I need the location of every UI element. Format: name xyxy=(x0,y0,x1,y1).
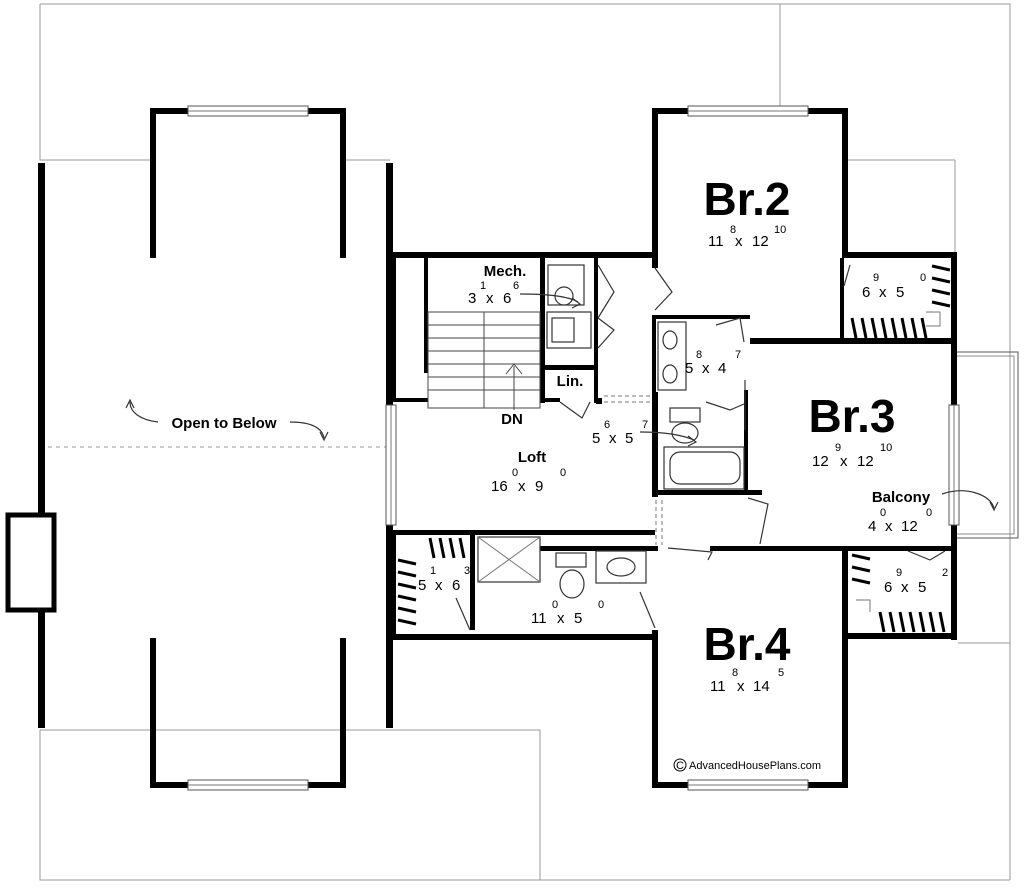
room-br4-l-in: 5 xyxy=(778,667,784,679)
roof-outline xyxy=(39,3,1011,881)
room-br2-l: 12 xyxy=(752,233,769,250)
closet-br4-x: x xyxy=(901,579,909,596)
room-balcony: Balcony 0 4 x 12 0 xyxy=(868,489,932,535)
room-mech-name: Mech. xyxy=(484,263,527,280)
closet-br4-w-in: 9 xyxy=(896,567,902,579)
room-br4-name: Br.4 xyxy=(704,618,791,670)
room-br3-x: x xyxy=(840,453,848,470)
arrows xyxy=(125,293,999,512)
room-bath-jack: 8 5 x 4 7 xyxy=(685,349,741,377)
room-balcony-l-in: 0 xyxy=(926,507,932,519)
room-mech-w: 3 xyxy=(468,290,476,307)
room-br3-l-in: 10 xyxy=(880,442,892,454)
room-loft-l: 9 xyxy=(535,478,543,495)
closet-br4-l: 5 xyxy=(918,579,926,596)
closet-br2-l-in: 0 xyxy=(920,272,926,284)
room-balcony-x: x xyxy=(885,518,893,535)
closet-left-x: x xyxy=(435,577,443,594)
room-br3-name: Br.3 xyxy=(809,390,896,442)
room-mech-x: x xyxy=(486,290,494,307)
room-mech-w-in: 1 xyxy=(480,280,486,292)
room-br4-x: x xyxy=(737,678,745,695)
room-balcony-w: 4 xyxy=(868,518,876,535)
room-loft-l-in: 0 xyxy=(560,467,566,479)
copyright-text: AdvancedHousePlans.com xyxy=(689,760,821,772)
bath-jack-x: x xyxy=(702,360,710,377)
room-br3-l: 12 xyxy=(857,453,874,470)
room-br2-w-in: 8 xyxy=(730,224,736,236)
balcony-outline xyxy=(957,351,1019,539)
room-bath-hall: 6 5 x 5 7 xyxy=(592,419,648,447)
copyright-symbol: C xyxy=(676,760,684,772)
copyright-mark: C AdvancedHousePlans.com xyxy=(673,758,821,772)
room-loft-x: x xyxy=(518,478,526,495)
closet-left-l: 6 xyxy=(452,577,460,594)
bath-main-w: 11 xyxy=(531,610,547,627)
room-br4-l: 14 xyxy=(753,678,770,695)
closet-br2-w-in: 9 xyxy=(873,272,879,284)
room-br2: Br.2 8 11 x 12 10 xyxy=(704,173,791,250)
chimney xyxy=(5,512,57,613)
room-loft-name: Loft xyxy=(518,449,546,466)
closet-left-w: 5 xyxy=(418,577,426,594)
bath-hall-w-in: 6 xyxy=(604,419,610,431)
closet-br4-l-in: 2 xyxy=(942,567,948,579)
room-br2-name: Br.2 xyxy=(704,173,791,225)
room-br2-x: x xyxy=(735,233,743,250)
bath-main-l-in: 0 xyxy=(598,599,604,611)
room-balcony-l: 12 xyxy=(901,518,918,535)
bath-hall-l: 5 xyxy=(625,430,633,447)
room-mech-l-in: 6 xyxy=(513,280,519,292)
closet-br4-w: 6 xyxy=(884,579,892,596)
room-br4: Br.4 8 11 x 14 5 xyxy=(704,618,791,695)
closet-br2-w: 6 xyxy=(862,284,870,301)
room-closet-br4: 9 6 x 5 2 xyxy=(884,567,948,596)
bath-jack-l-in: 7 xyxy=(735,349,741,361)
staircase xyxy=(427,311,541,410)
room-closet-br2: 9 6 x 5 0 xyxy=(862,272,926,301)
bath-main-w-in: 0 xyxy=(552,599,558,611)
bath-fixtures xyxy=(477,321,745,599)
bath-hall-l-in: 7 xyxy=(642,419,648,431)
bath-jack-w: 5 xyxy=(685,360,693,377)
room-lin-name: Lin. xyxy=(557,373,584,390)
room-bath-main: 0 11 x 5 0 xyxy=(531,599,604,627)
doors xyxy=(455,264,946,631)
room-br2-l-in: 10 xyxy=(774,224,786,236)
room-mech: Mech. 1 3 x 6 6 xyxy=(468,263,526,307)
walls xyxy=(5,108,957,788)
closet-br2-l: 5 xyxy=(896,284,904,301)
closet-left-w-in: 1 xyxy=(430,565,436,577)
closet-br2-x: x xyxy=(879,284,887,301)
mech-fixtures xyxy=(546,264,592,349)
closet-shelving xyxy=(397,264,951,633)
room-loft: Loft 0 16 x 9 0 xyxy=(491,449,566,495)
room-br2-w: 11 xyxy=(708,233,724,250)
bath-hall-w: 5 xyxy=(592,430,600,447)
room-balcony-w-in: 0 xyxy=(880,507,886,519)
room-br4-w: 11 xyxy=(710,678,726,695)
open-to-below-label: Open to Below xyxy=(172,415,277,432)
bath-jack-w-in: 8 xyxy=(696,349,702,361)
closet-left-l-in: 3 xyxy=(464,565,470,577)
windows xyxy=(187,105,960,791)
room-br3: Br.3 9 12 x 12 10 xyxy=(809,390,896,470)
room-mech-l: 6 xyxy=(503,290,511,307)
room-closet-left: 1 5 x 6 3 xyxy=(418,565,470,594)
room-br3-w-in: 9 xyxy=(835,442,841,454)
stairs-dn-label: DN xyxy=(501,411,523,428)
room-loft-w: 16 xyxy=(491,478,508,495)
bath-main-l: 5 xyxy=(574,610,582,627)
bath-main-x: x xyxy=(557,610,565,627)
bath-jack-l: 4 xyxy=(718,360,726,377)
room-loft-w-in: 0 xyxy=(512,467,518,479)
bath-hall-x: x xyxy=(609,430,617,447)
room-br4-w-in: 8 xyxy=(732,667,738,679)
room-balcony-name: Balcony xyxy=(872,489,931,506)
room-br3-w: 12 xyxy=(812,453,829,470)
